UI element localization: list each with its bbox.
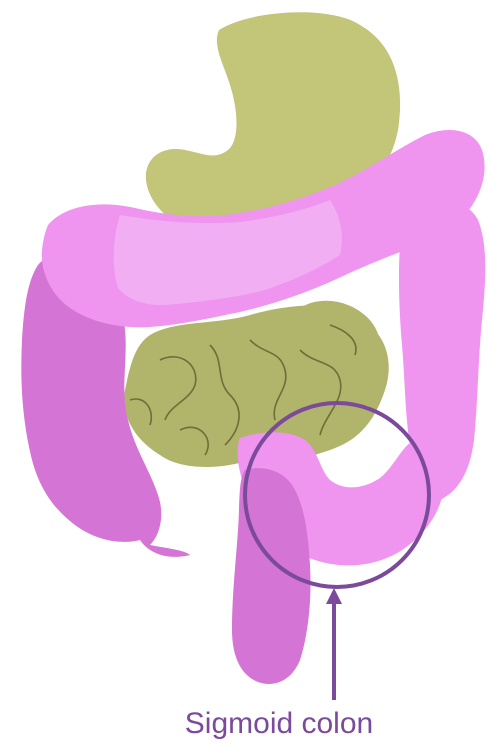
sigmoid-colon-label: Sigmoid colon (0, 706, 488, 742)
label-arrow-head (326, 588, 342, 604)
